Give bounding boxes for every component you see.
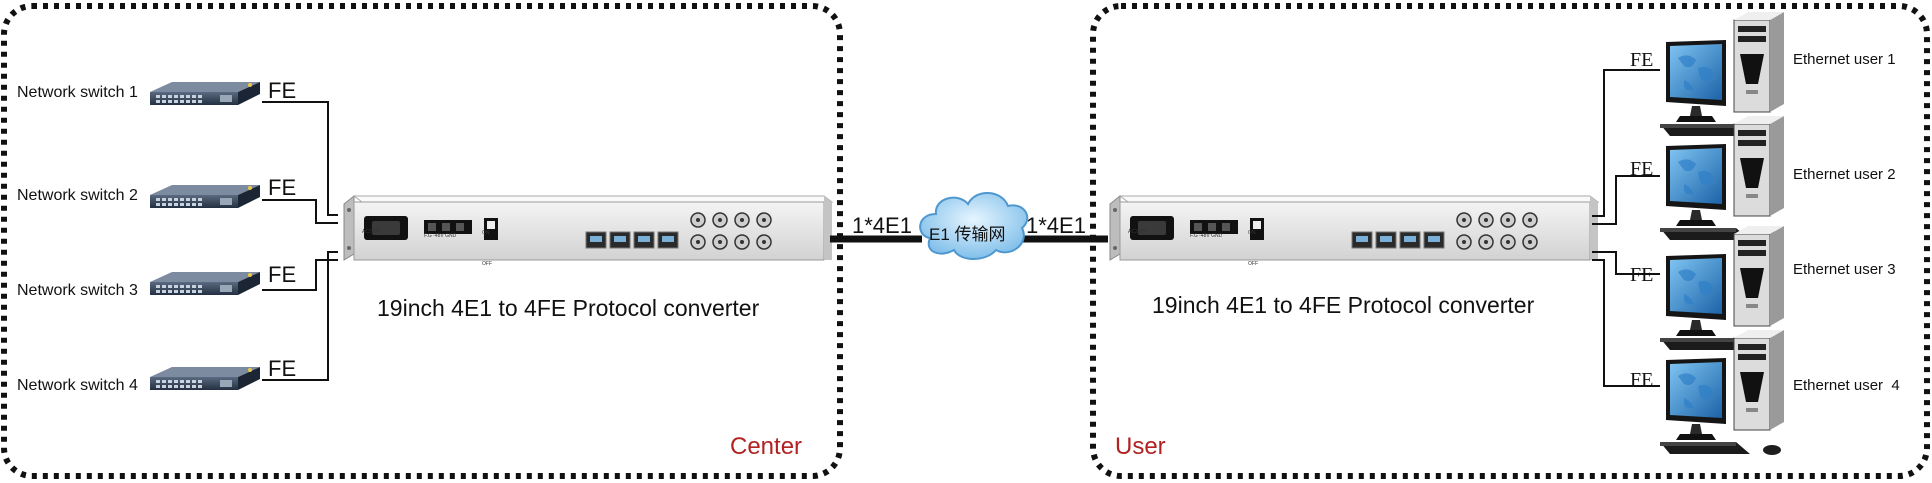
fe-label: FE: [1630, 369, 1653, 391]
user-device-caption: 19inch 4E1 to 4FE Protocol converter: [1152, 292, 1535, 318]
switch-label-4: Network switch 4: [17, 377, 138, 394]
panel-power-label: AC220V: [1128, 229, 1147, 235]
panel-dc-label: F.G -48V GND: [1190, 233, 1223, 239]
switch-label-2: Network switch 2: [17, 187, 138, 204]
user-region-label: User: [1115, 433, 1166, 460]
fe-label: FE: [268, 262, 296, 287]
trunk-label-left: 1*4E1: [852, 213, 912, 238]
network-switch-4: Network switch 4: [17, 367, 260, 394]
panel-off-label: OFF: [482, 261, 492, 267]
ethernet-user-label-4: Ethernet user 4: [1793, 377, 1900, 394]
network-switch-1: Network switch 1: [17, 82, 260, 105]
panel-off-label: OFF: [1248, 261, 1258, 267]
switch-device-icon: [150, 82, 260, 105]
panel-power-label: AC220V: [362, 229, 381, 235]
trunk-label-right: 1*4E1: [1026, 213, 1086, 238]
user-region-frame: [1090, 3, 1930, 479]
network-switch-2: Network switch 2: [17, 185, 260, 208]
switch-device-icon: [150, 185, 260, 208]
fe-label: FE: [1630, 158, 1653, 180]
fe-label: FE: [1630, 49, 1653, 71]
network-switch-3: Network switch 3: [17, 272, 260, 299]
cloud-label: E1 传输网: [929, 225, 1006, 244]
fe-label: FE: [268, 175, 296, 200]
ethernet-user-label-1: Ethernet user 1: [1793, 51, 1896, 68]
center-device-caption: 19inch 4E1 to 4FE Protocol converter: [377, 295, 760, 321]
panel-dc-label: F.G -48V GND: [424, 233, 457, 239]
fe-label: FE: [1630, 264, 1653, 286]
center-protocol-converter: [343, 195, 833, 261]
fe-label: FE: [268, 78, 296, 103]
center-fe-cables: [262, 101, 338, 381]
ethernet-user-label-2: Ethernet user 2: [1793, 166, 1896, 183]
fe-label: FE: [268, 356, 296, 381]
panel-on-label: ON: [1248, 230, 1256, 236]
user-protocol-converter: [1109, 195, 1599, 261]
switch-label-1: Network switch 1: [17, 84, 138, 101]
center-region-frame: [1, 3, 843, 479]
e1-network-cloud: E1 传输网: [919, 192, 1029, 260]
switch-label-3: Network switch 3: [17, 282, 138, 299]
center-region-label: Center: [730, 433, 802, 460]
panel-on-label: ON: [482, 230, 490, 236]
ethernet-user-label-3: Ethernet user 3: [1793, 261, 1896, 278]
switch-device-icon: [150, 272, 260, 295]
switch-device-icon: [150, 367, 260, 390]
user-fe-cables: [1592, 69, 1660, 387]
